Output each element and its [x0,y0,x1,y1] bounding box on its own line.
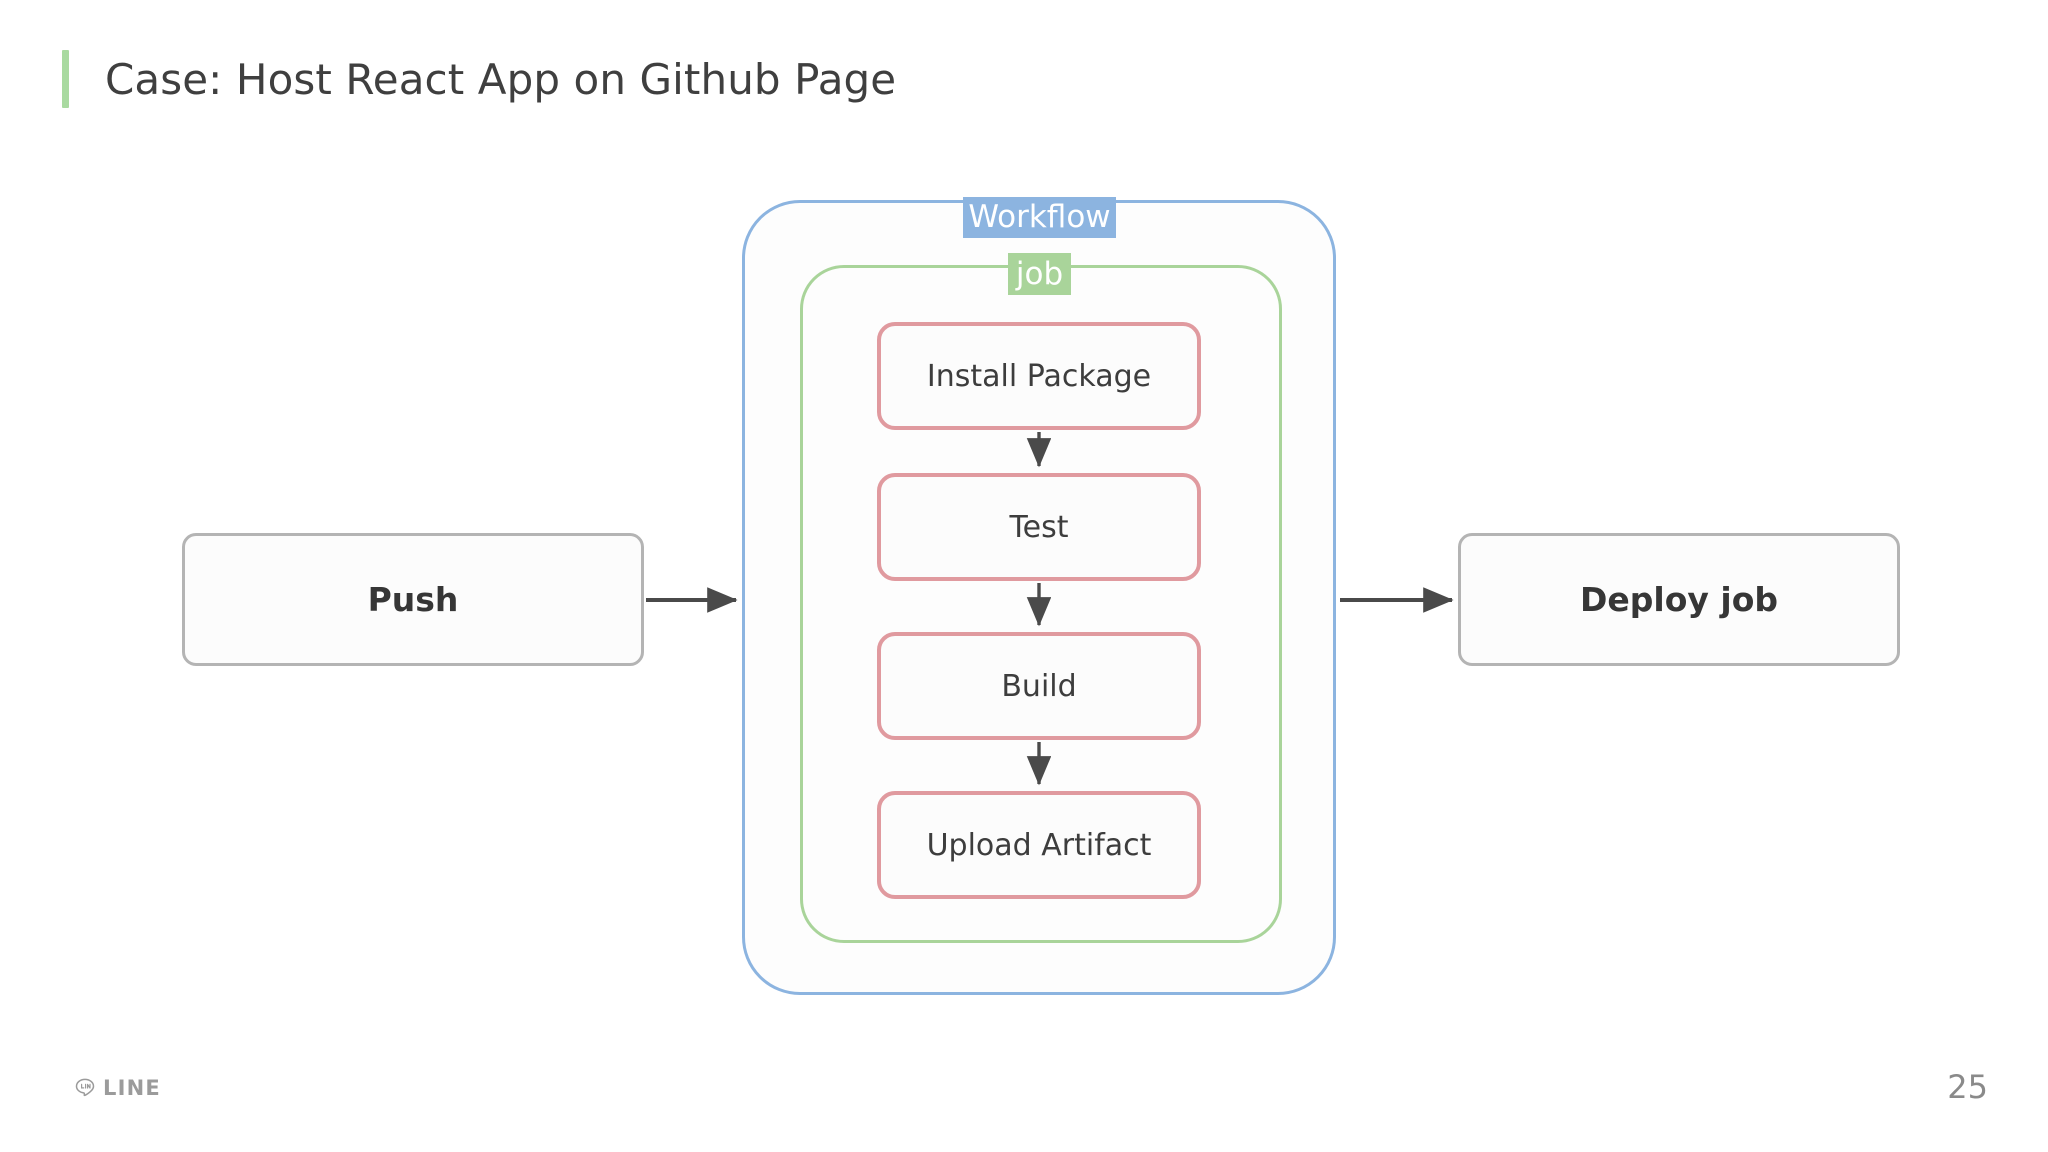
container-workflow-label: Workflow [963,197,1116,238]
page-title: Case: Host React App on Github Page [62,48,896,110]
title-accent-bar [62,50,69,108]
container-workflow-label-text: Workflow [968,199,1111,235]
step-install-package[interactable]: Install Package [877,322,1201,430]
step-test-label: Test [1009,509,1069,545]
container-job-label-text: job [1015,255,1064,292]
page-number: 25 [1947,1068,1988,1106]
step-build-label: Build [1001,668,1077,704]
step-test[interactable]: Test [877,473,1201,581]
node-deploy-job-label: Deploy job [1580,580,1778,619]
line-logo: LINE [74,1076,161,1100]
node-push-label: Push [367,580,459,619]
node-deploy-job[interactable]: Deploy job [1458,533,1900,666]
page-title-text: Case: Host React App on Github Page [105,54,897,104]
step-upload-artifact-label: Upload Artifact [926,827,1152,863]
node-push[interactable]: Push [182,533,644,666]
container-job-label: job [1008,253,1071,295]
line-logo-text: LINE [103,1076,161,1100]
line-speech-bubble-icon [75,1078,95,1097]
step-upload-artifact[interactable]: Upload Artifact [877,791,1201,899]
step-install-package-label: Install Package [926,358,1152,394]
step-build[interactable]: Build [877,632,1201,740]
